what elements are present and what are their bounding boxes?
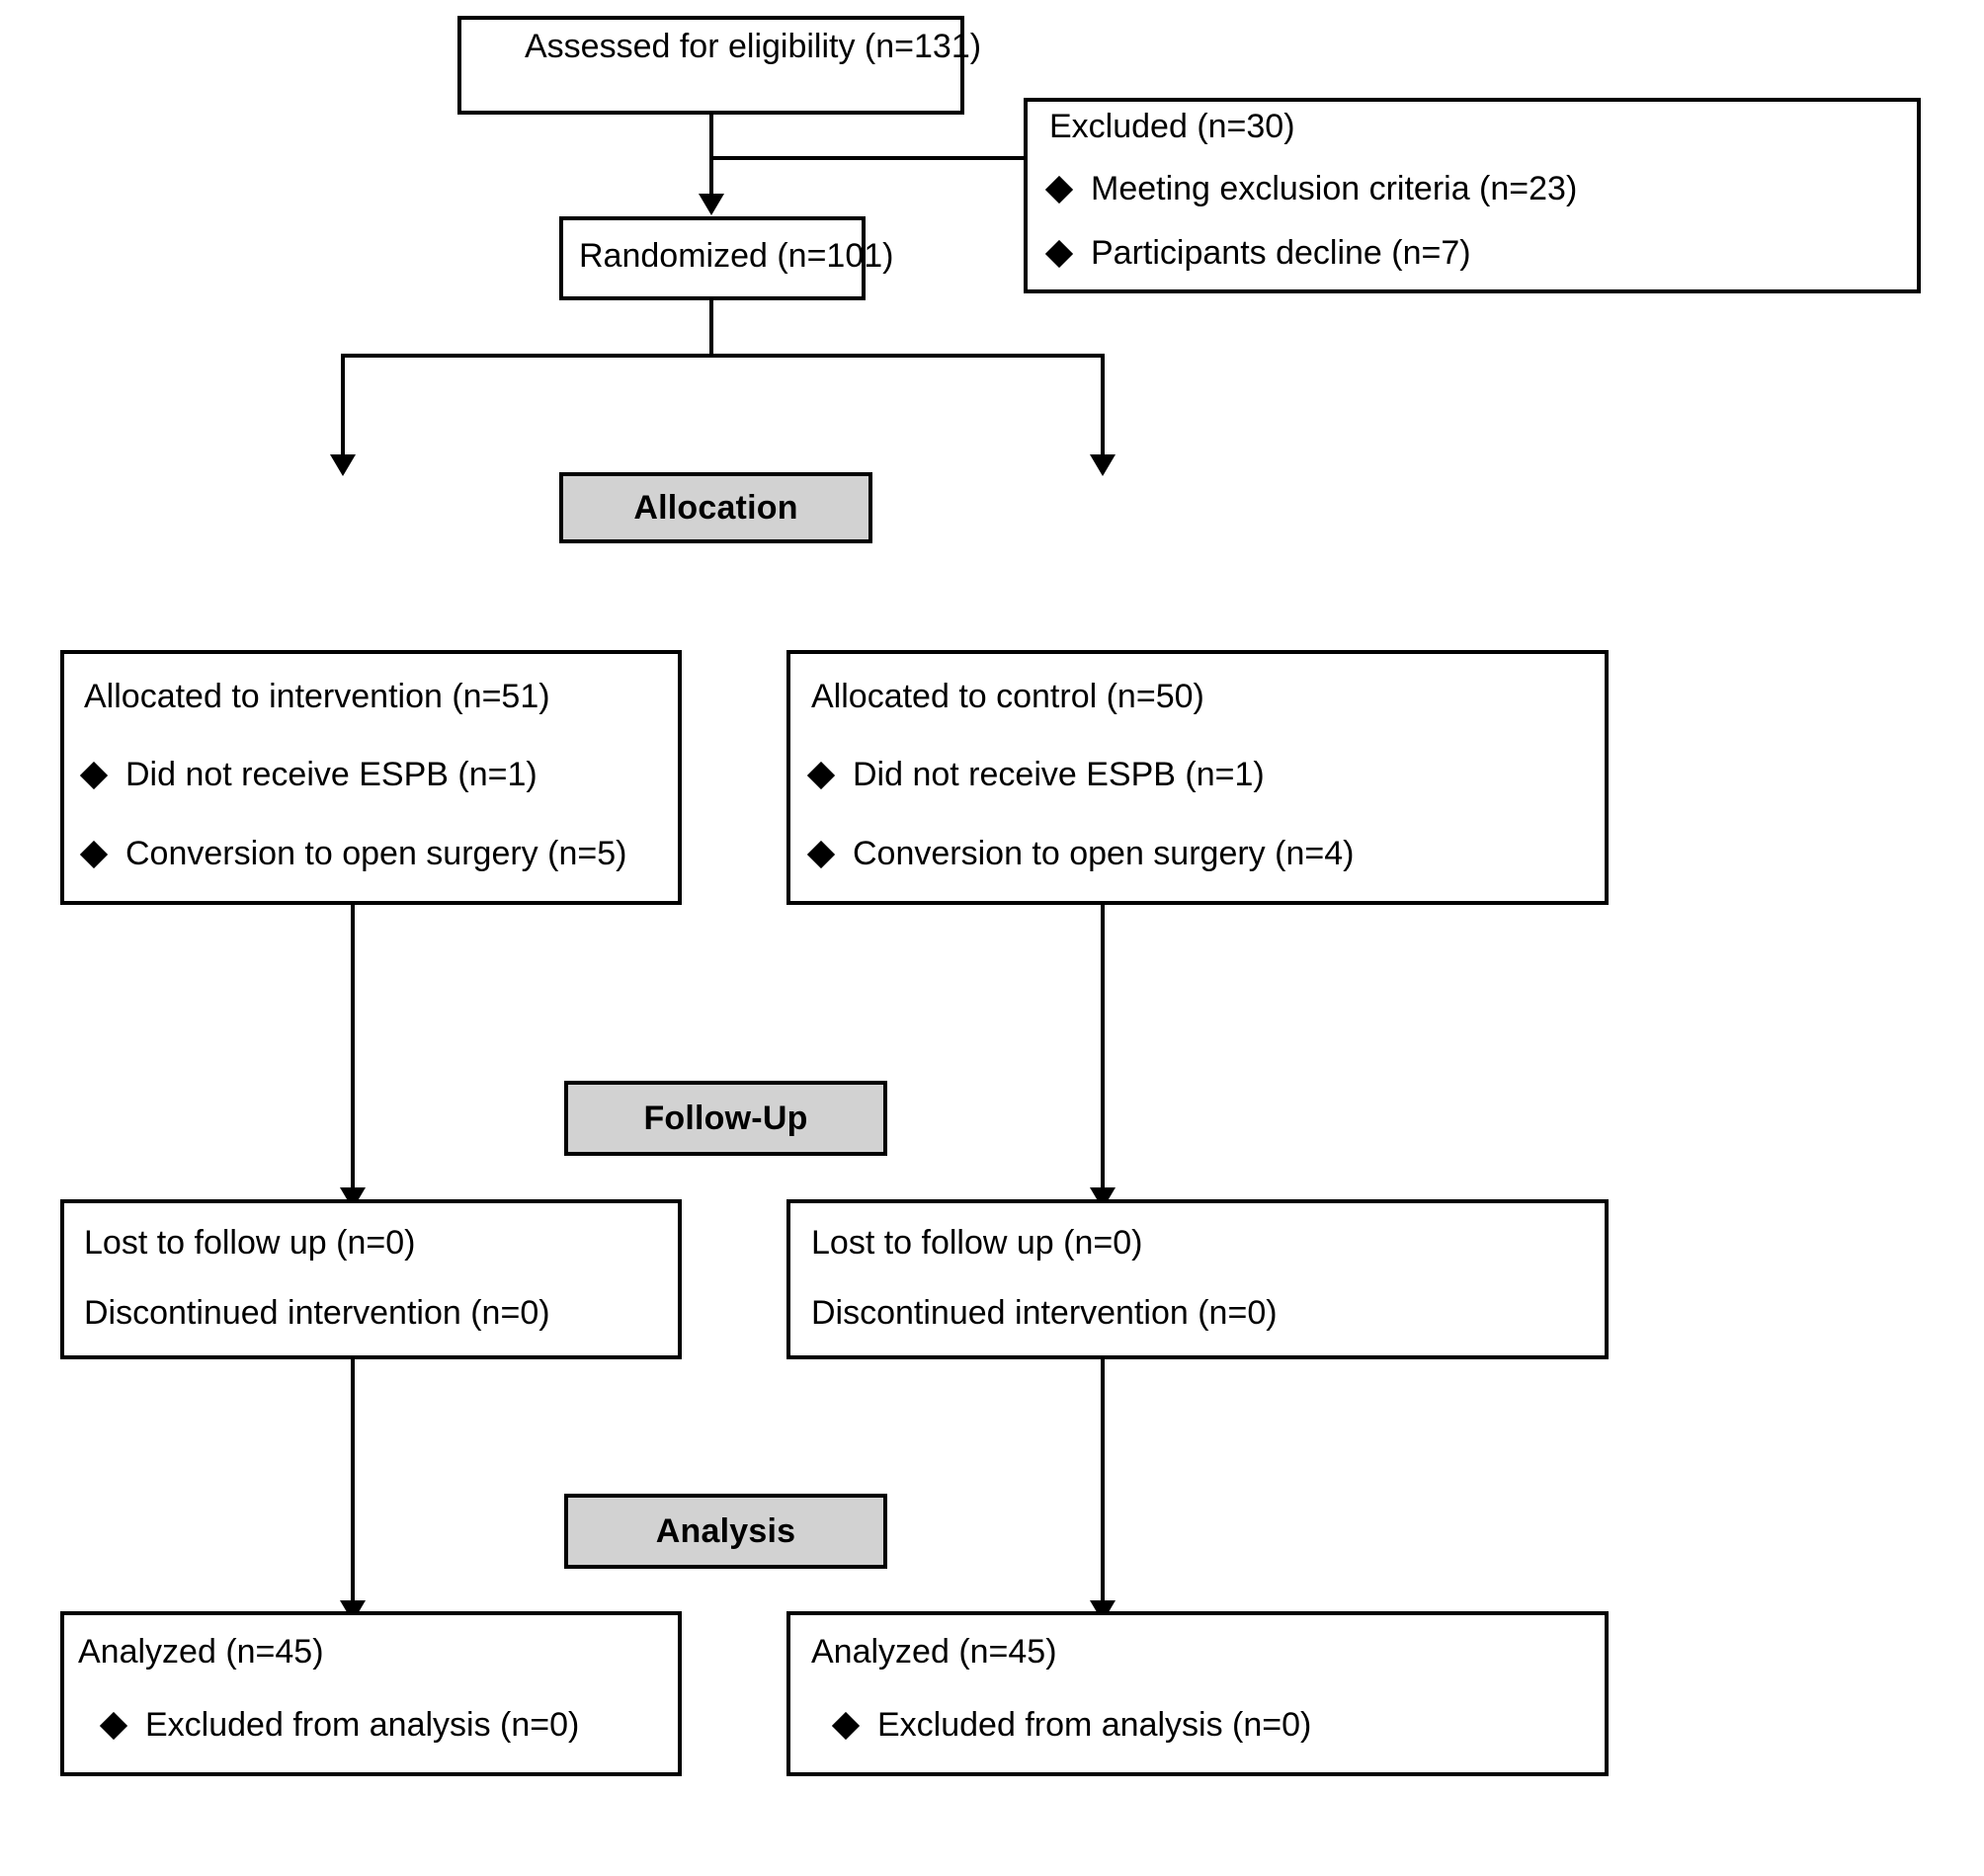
- randomized-label: Randomized (n=101): [579, 237, 894, 275]
- diamond-bullet-icon: [831, 1711, 861, 1740]
- alloc-left-item-0: Did not receive ESPB (n=1): [79, 756, 537, 794]
- alloc-left-item-0-label: Did not receive ESPB (n=1): [125, 756, 537, 793]
- node-excluded: [1024, 98, 1921, 293]
- analysis-band-label: Analysis: [655, 1511, 796, 1550]
- excluded-reason-0: Meeting exclusion criteria (n=23): [1044, 170, 1578, 208]
- excluded-label: Excluded (n=30): [1049, 108, 1295, 145]
- node-analyzed-left: [60, 1611, 682, 1776]
- node-assessed-for-eligibility: [457, 16, 964, 115]
- diamond-bullet-icon: [79, 761, 109, 789]
- analysis-left-label: Analyzed (n=45): [78, 1633, 324, 1671]
- alloc-left-item-1: Conversion to open surgery (n=5): [79, 835, 627, 873]
- arrowhead-alloc-right: [1090, 454, 1116, 476]
- followup-left-line-1: Discontinued intervention (n=0): [84, 1294, 550, 1332]
- diamond-bullet-icon: [79, 840, 109, 868]
- alloc-right-item-1: Conversion to open surgery (n=4): [806, 835, 1355, 873]
- connector-left-alloc-to-followup: [351, 905, 355, 1191]
- node-followup-left: [60, 1199, 682, 1359]
- excluded-reason-1: Participants decline (n=7): [1044, 234, 1471, 273]
- diamond-bullet-icon: [806, 761, 836, 789]
- connector-right-followup-to-analysis: [1101, 1359, 1105, 1604]
- assessed-label: Assessed for eligibility (n=131): [525, 28, 982, 65]
- section-band-followup: Follow-Up: [564, 1081, 887, 1156]
- connector-right-alloc-to-followup: [1101, 905, 1105, 1191]
- node-randomized: [559, 216, 866, 300]
- diamond-bullet-icon: [1044, 239, 1074, 268]
- alloc-right-label: Allocated to control (n=50): [811, 678, 1204, 715]
- alloc-right-item-0: Did not receive ESPB (n=1): [806, 756, 1265, 794]
- allocation-split-bus: [341, 354, 1105, 358]
- analysis-right-item-0: Excluded from analysis (n=0): [831, 1706, 1312, 1745]
- section-band-allocation: Allocation: [559, 472, 872, 543]
- node-followup-right: [786, 1199, 1609, 1359]
- diamond-bullet-icon: [99, 1711, 128, 1740]
- connector-to-excluded: [709, 156, 1026, 160]
- alloc-right-item-0-label: Did not receive ESPB (n=1): [853, 756, 1265, 793]
- analysis-left-item-0-label: Excluded from analysis (n=0): [145, 1706, 580, 1744]
- analysis-right-label: Analyzed (n=45): [811, 1633, 1057, 1671]
- connector-alloc-right-down: [1101, 354, 1105, 458]
- node-allocated-control: [786, 650, 1609, 905]
- alloc-left-label: Allocated to intervention (n=51): [84, 678, 550, 715]
- allocation-band-label: Allocation: [633, 488, 798, 527]
- followup-right-line-1: Discontinued intervention (n=0): [811, 1294, 1278, 1332]
- arrowhead-assessed-to-randomized: [699, 194, 724, 215]
- analysis-left-item-0: Excluded from analysis (n=0): [99, 1706, 580, 1745]
- followup-right-line-0: Lost to follow up (n=0): [811, 1224, 1143, 1262]
- connector-left-followup-to-analysis: [351, 1359, 355, 1604]
- node-analyzed-right: [786, 1611, 1609, 1776]
- analysis-right-item-0-label: Excluded from analysis (n=0): [877, 1706, 1312, 1744]
- excluded-reason-1-label: Participants decline (n=7): [1091, 234, 1471, 272]
- diamond-bullet-icon: [806, 840, 836, 868]
- connector-randomized-down: [709, 300, 713, 356]
- arrowhead-alloc-left: [330, 454, 356, 476]
- followup-band-label: Follow-Up: [643, 1099, 808, 1137]
- alloc-right-item-1-label: Conversion to open surgery (n=4): [853, 835, 1355, 872]
- section-band-analysis: Analysis: [564, 1494, 887, 1569]
- connector-alloc-left-down: [341, 354, 345, 458]
- alloc-left-item-1-label: Conversion to open surgery (n=5): [125, 835, 627, 872]
- excluded-reason-0-label: Meeting exclusion criteria (n=23): [1091, 170, 1578, 207]
- node-allocated-intervention: [60, 650, 682, 905]
- diamond-bullet-icon: [1044, 175, 1074, 204]
- followup-left-line-0: Lost to follow up (n=0): [84, 1224, 416, 1262]
